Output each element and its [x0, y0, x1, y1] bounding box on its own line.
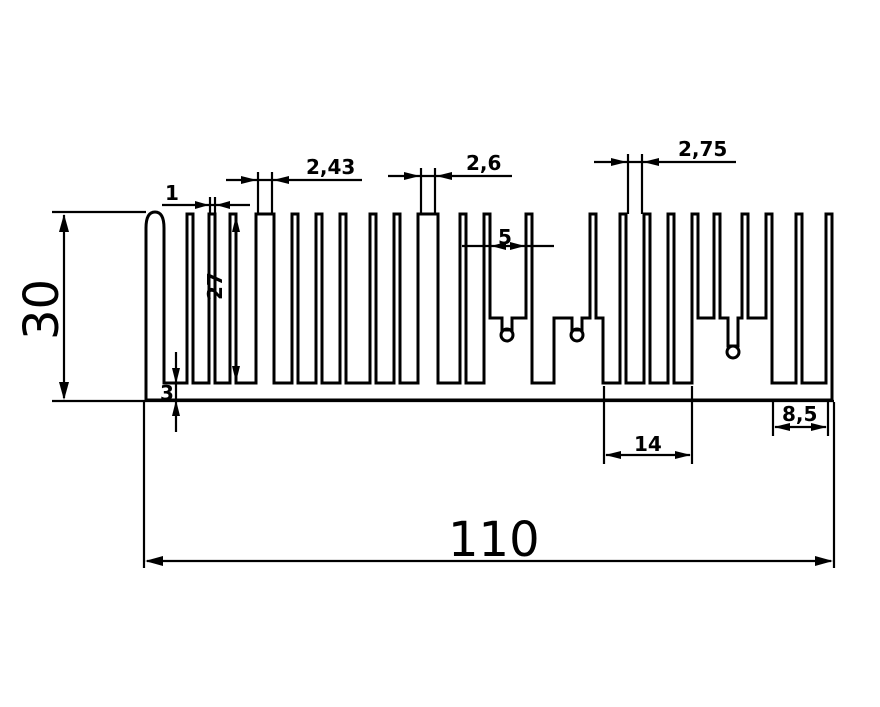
slot-hole-2	[569, 327, 585, 343]
slot-width-dimension: 5	[462, 225, 554, 250]
thin-fin-label: 1	[165, 181, 179, 205]
fin-height-dimension: 27	[203, 216, 240, 382]
pad-width-dimension: 14	[602, 386, 694, 464]
base-thickness-dimension: 3	[160, 352, 180, 432]
width-dimension: 110	[142, 402, 836, 568]
fin-pitch-c-label: 2,75	[678, 137, 727, 161]
fin-height-label: 27	[203, 272, 227, 300]
fin-pitch-b-dimension: 2,6	[388, 151, 512, 214]
width-label: 110	[448, 512, 540, 568]
fin-pitch-a-label: 2,43	[306, 155, 355, 179]
height-dimension: 30	[14, 210, 146, 400]
fin-pitch-a-dimension: 2,43	[226, 155, 362, 214]
height-label: 30	[14, 279, 70, 340]
pad-width-label: 14	[634, 432, 662, 456]
end-gap-dimension: 8,5	[771, 400, 830, 436]
end-gap-label: 8,5	[782, 402, 817, 426]
fin-pitch-c-dimension: 2,75	[594, 137, 736, 214]
slot-hole-1	[499, 327, 515, 343]
base-thickness-label: 3	[160, 381, 174, 405]
thin-fin-dimension: 1	[162, 181, 250, 214]
heatsink-outline	[144, 210, 834, 402]
fin-pitch-b-label: 2,6	[466, 151, 501, 175]
slot-hole-3	[725, 344, 741, 360]
slot-width-label: 5	[498, 225, 512, 249]
